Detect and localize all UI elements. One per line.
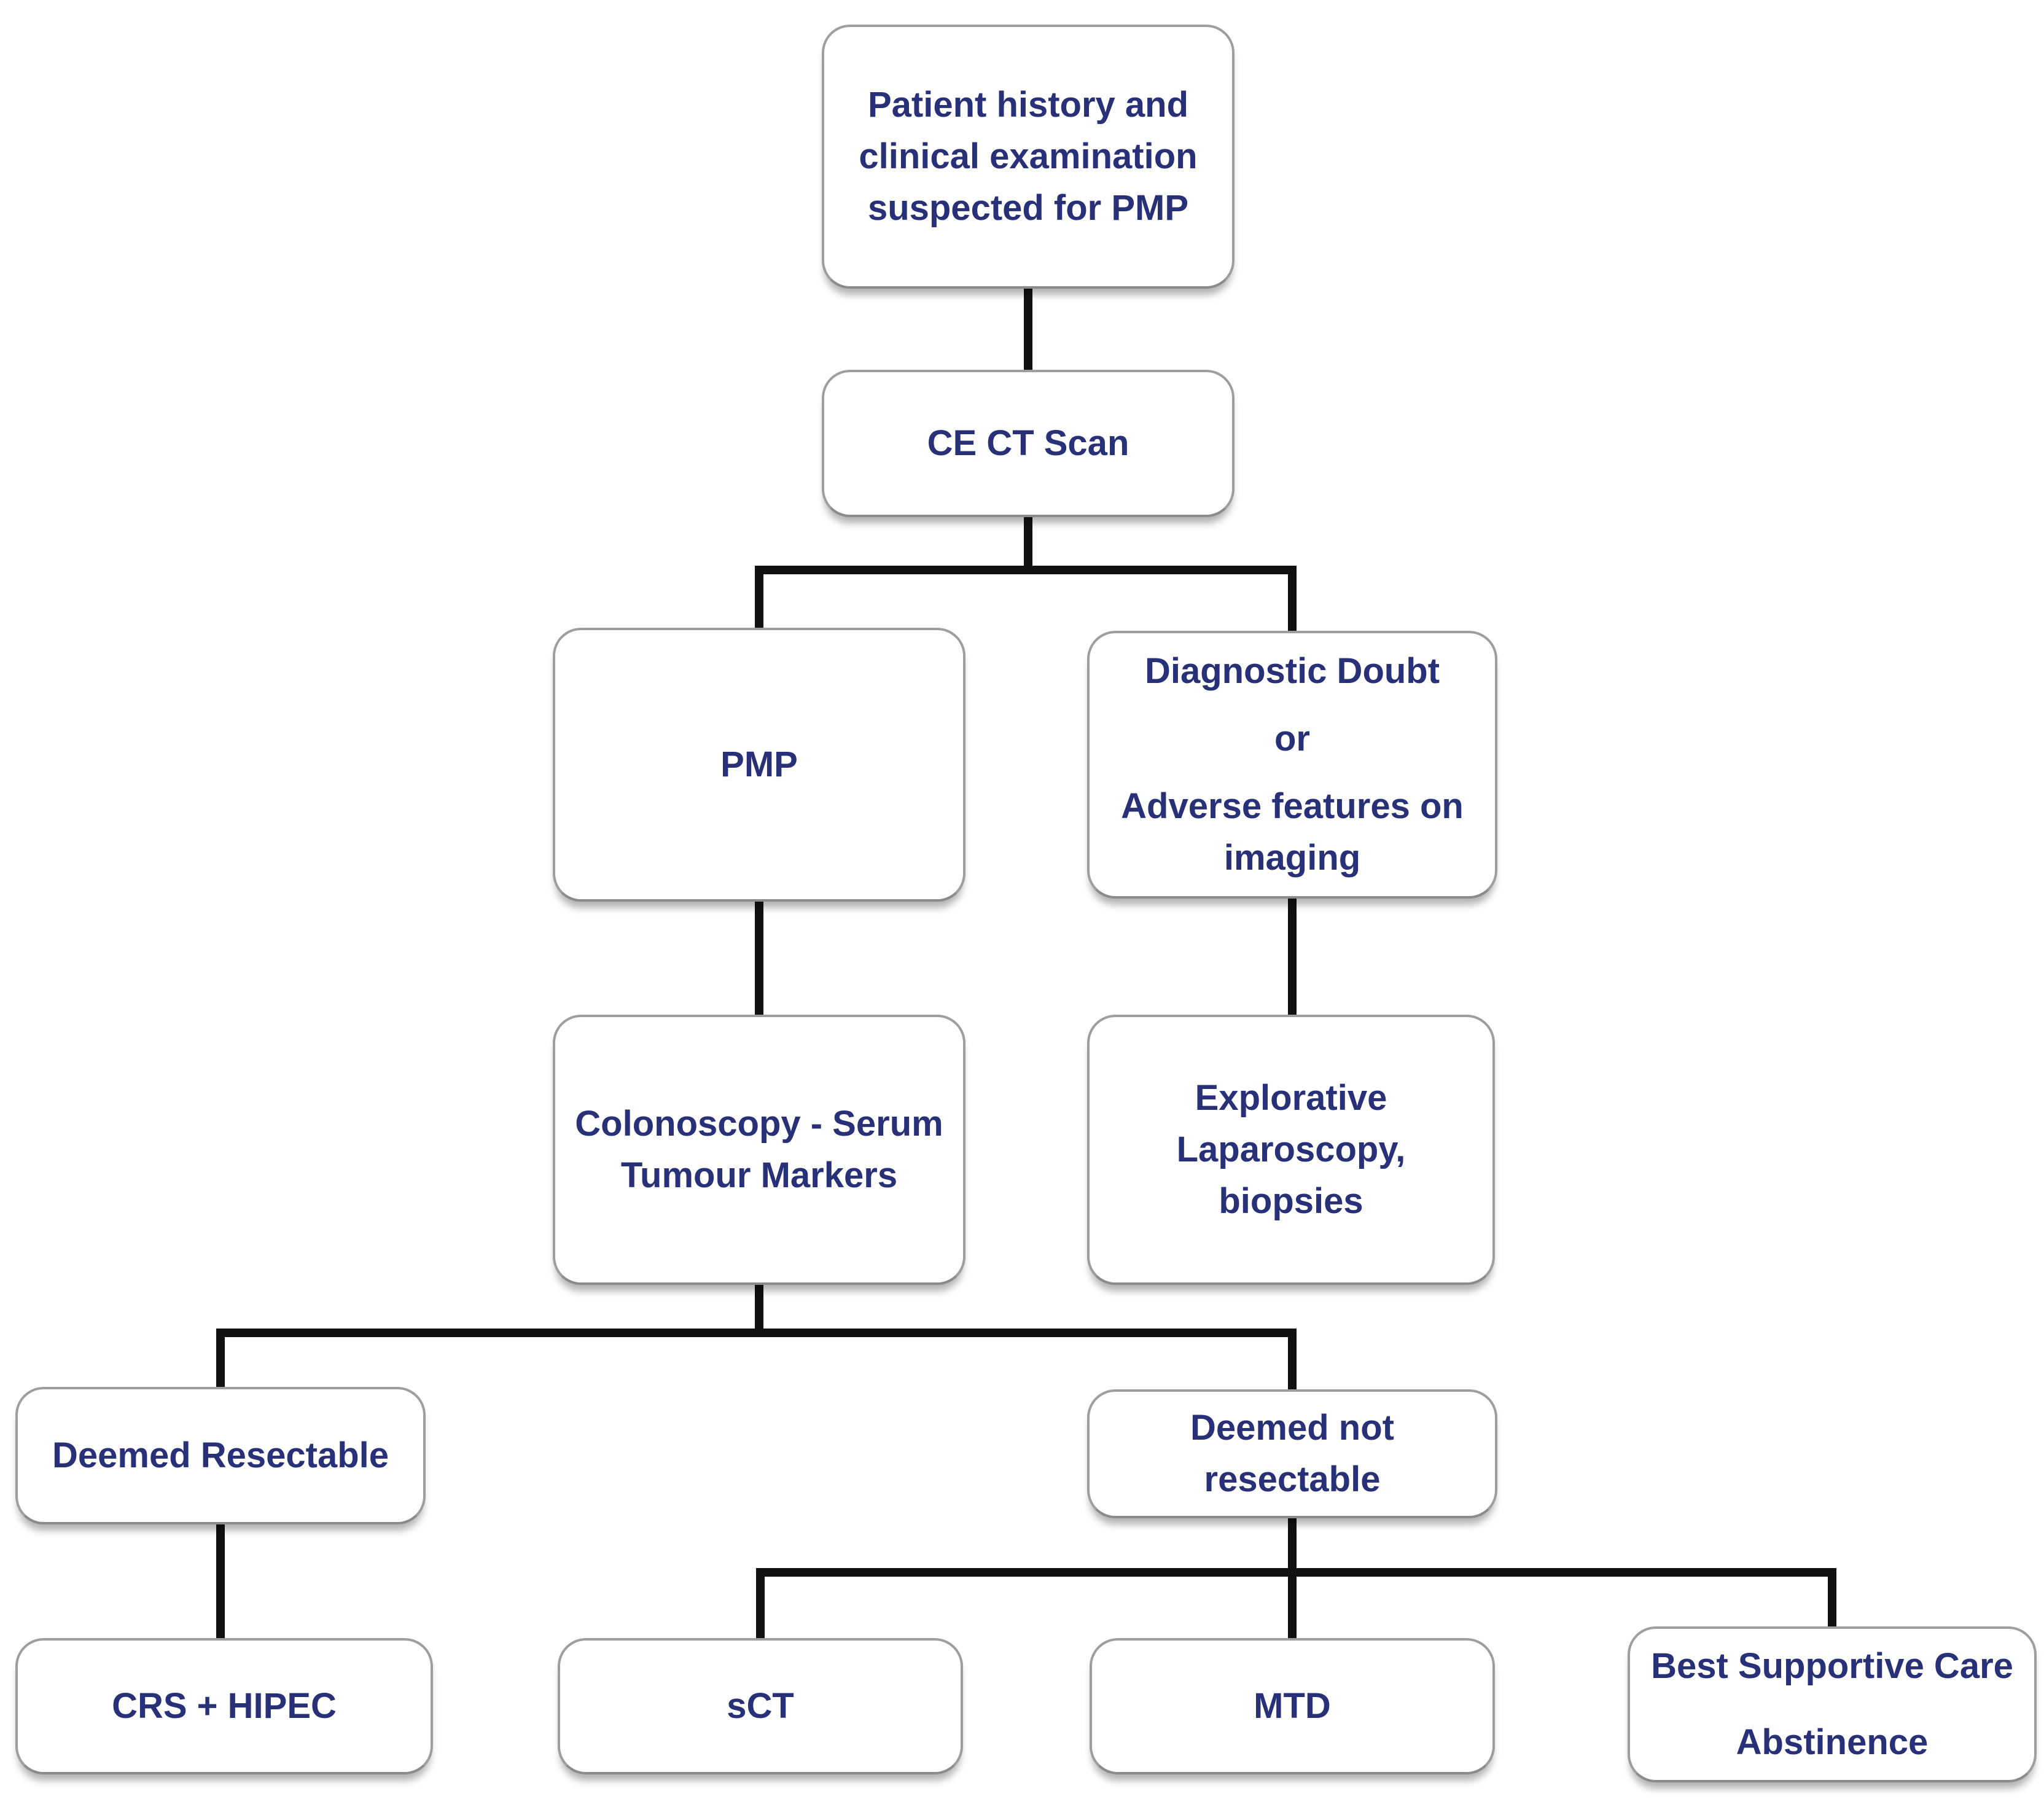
node-ce-ct-scan-label: CE CT Scan <box>927 423 1129 463</box>
edge-ce-ct-scan-stem <box>1024 517 1032 574</box>
edge-deemed-resectable-to-crs-hipec <box>216 1524 225 1638</box>
node-crs-hipec: CRS + HIPEC <box>15 1638 433 1774</box>
edge-patient-history-to-ce-ct-scan <box>1024 289 1032 370</box>
node-mtd: MTD <box>1090 1638 1495 1774</box>
node-colonoscopy-line: Colonoscopy - Serum <box>575 1103 943 1144</box>
node-patient-history-line: suspected for PMP <box>867 188 1189 228</box>
node-pmp: PMP <box>553 628 965 902</box>
edge-branch-to-pmp <box>755 566 763 628</box>
node-best-supportive-care-line: Best Supportive Care <box>1651 1645 2013 1686</box>
edge-colonoscopy-stem <box>755 1285 763 1337</box>
node-colonoscopy-serum-markers: Colonoscopy - Serum Tumour Markers <box>553 1015 965 1285</box>
node-sct-label: sCT <box>727 1685 794 1726</box>
branch-deemed-not-resectable <box>756 1568 1836 1577</box>
node-pmp-label: PMP <box>720 744 798 784</box>
edge-diagnostic-doubt-to-explorative <box>1288 899 1297 1015</box>
node-diagnostic-doubt-line: Adverse features on imaging <box>1121 786 1464 878</box>
node-patient-history: Patient history and clinical examination… <box>822 25 1235 289</box>
node-explorative-line: Laparoscopy, <box>1176 1129 1406 1169</box>
node-best-supportive-care: Best Supportive Care Abstinence <box>1628 1626 2037 1782</box>
edge-deemed-not-resectable-to-mtd <box>1288 1518 1297 1638</box>
node-patient-history-line: clinical examination <box>859 136 1198 176</box>
edge-branch-to-deemed-resectable <box>216 1329 225 1387</box>
node-mtd-label: MTD <box>1254 1685 1331 1726</box>
node-patient-history-line: Patient history and <box>867 84 1189 125</box>
node-diagnostic-doubt-line: Diagnostic Doubt <box>1144 650 1440 691</box>
node-explorative-line: Explorative <box>1195 1077 1387 1118</box>
node-diagnostic-doubt: Diagnostic Doubt or Adverse features on … <box>1087 631 1497 899</box>
node-deemed-not-resectable-line: Deemed not <box>1190 1407 1394 1448</box>
edge-branch-to-best-supportive-care <box>1828 1568 1836 1626</box>
node-explorative-line: biopsies <box>1219 1181 1363 1222</box>
node-deemed-resectable: Deemed Resectable <box>15 1387 426 1524</box>
node-sct: sCT <box>558 1638 963 1774</box>
branch-colonoscopy <box>216 1329 1297 1337</box>
node-ce-ct-scan: CE CT Scan <box>822 370 1235 517</box>
branch-ce-ct-scan <box>755 566 1297 574</box>
edge-pmp-to-colonoscopy <box>755 902 763 1015</box>
edge-branch-to-deemed-not-resectable <box>1288 1329 1297 1389</box>
edge-branch-to-sct <box>756 1568 765 1638</box>
node-deemed-resectable-label: Deemed Resectable <box>52 1435 389 1475</box>
edge-branch-to-diagnostic-doubt <box>1288 566 1297 631</box>
node-crs-hipec-label: CRS + HIPEC <box>112 1685 337 1726</box>
node-diagnostic-doubt-line: or <box>1274 718 1310 759</box>
node-colonoscopy-line: Tumour Markers <box>620 1155 898 1195</box>
node-deemed-not-resectable-line: resectable <box>1204 1459 1381 1499</box>
node-best-supportive-care-line: Abstinence <box>1736 1722 1929 1762</box>
node-explorative-laparoscopy: Explorative Laparoscopy, biopsies <box>1087 1015 1495 1285</box>
node-deemed-not-resectable: Deemed not resectable <box>1087 1389 1497 1518</box>
